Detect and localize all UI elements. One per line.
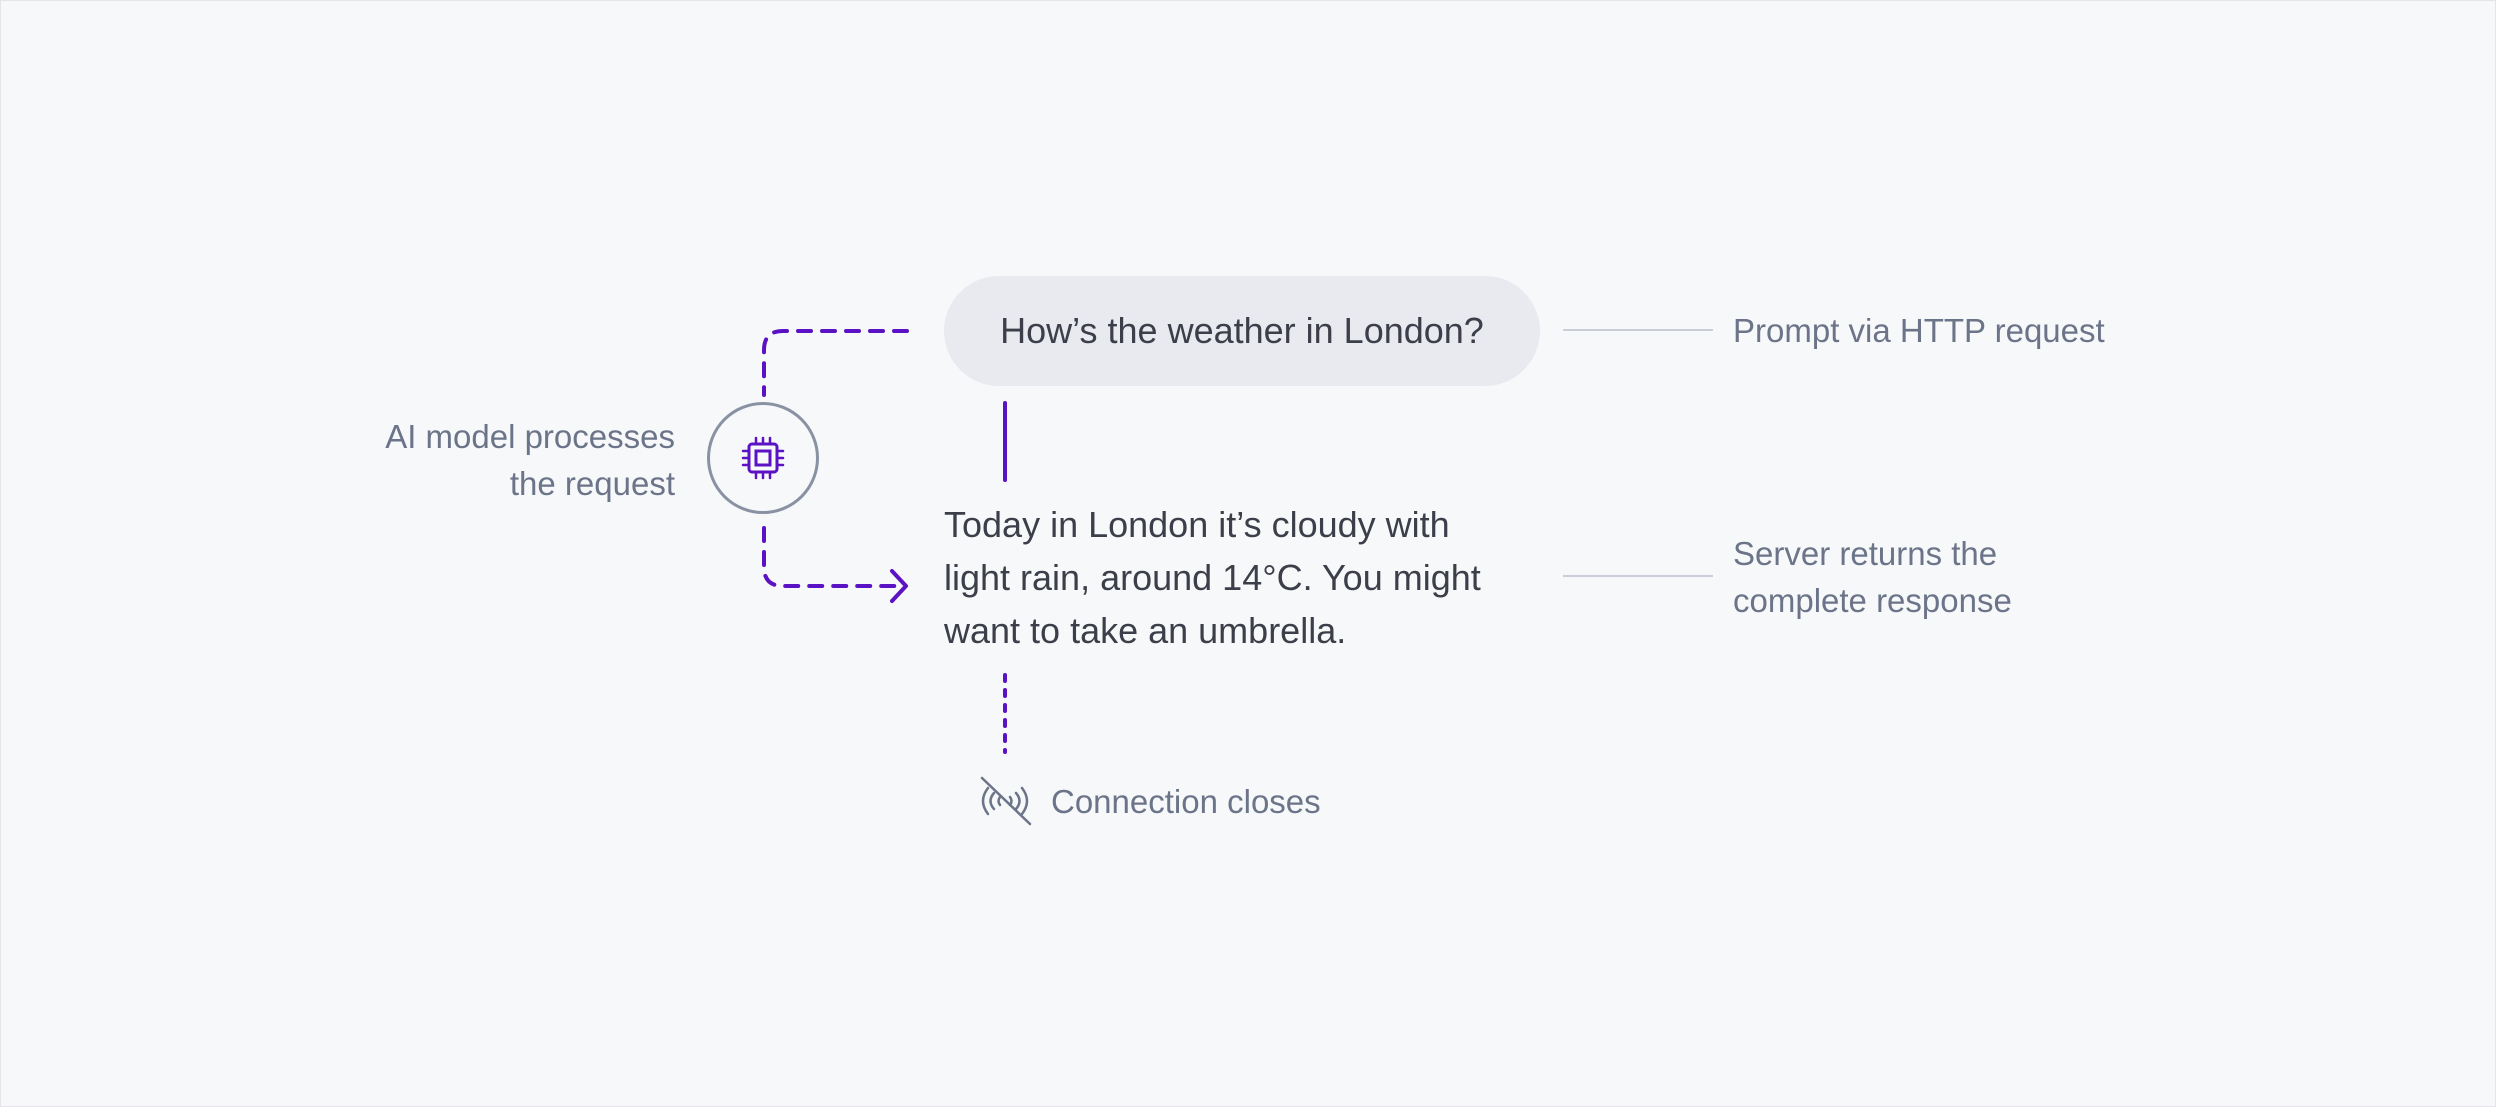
response-line: light rain, around 14°C. You might	[944, 557, 1481, 598]
prompt-bubble: How’s the weather in London?	[944, 276, 1540, 386]
prompt-text: How’s the weather in London?	[1000, 310, 1484, 351]
prompt-to-model-dashed-line	[762, 329, 909, 397]
server-annotation: Server returns the complete response	[1733, 530, 2093, 624]
response-text: Today in London it’s cloudy with light r…	[944, 498, 1564, 657]
response-line: Today in London it’s cloudy with	[944, 504, 1450, 545]
server-annotation-line: Server returns the	[1733, 535, 1998, 572]
model-node	[707, 402, 819, 514]
cpu-chip-icon	[741, 436, 785, 480]
response-arrow-head	[890, 569, 908, 603]
server-annotation-line: complete response	[1733, 582, 2012, 619]
model-annotation-line: AI model processes	[385, 418, 675, 455]
model-to-response-dashed-line	[762, 526, 902, 588]
connection-annotation: Connection closes	[1051, 783, 1321, 820]
model-annotation: AI model processes the request	[335, 413, 675, 507]
wifi-off-icon	[980, 776, 1032, 826]
prompt-annotation: Prompt via HTTP request	[1733, 312, 2105, 349]
model-annotation-line: the request	[509, 465, 675, 502]
response-line: want to take an umbrella.	[944, 610, 1347, 651]
